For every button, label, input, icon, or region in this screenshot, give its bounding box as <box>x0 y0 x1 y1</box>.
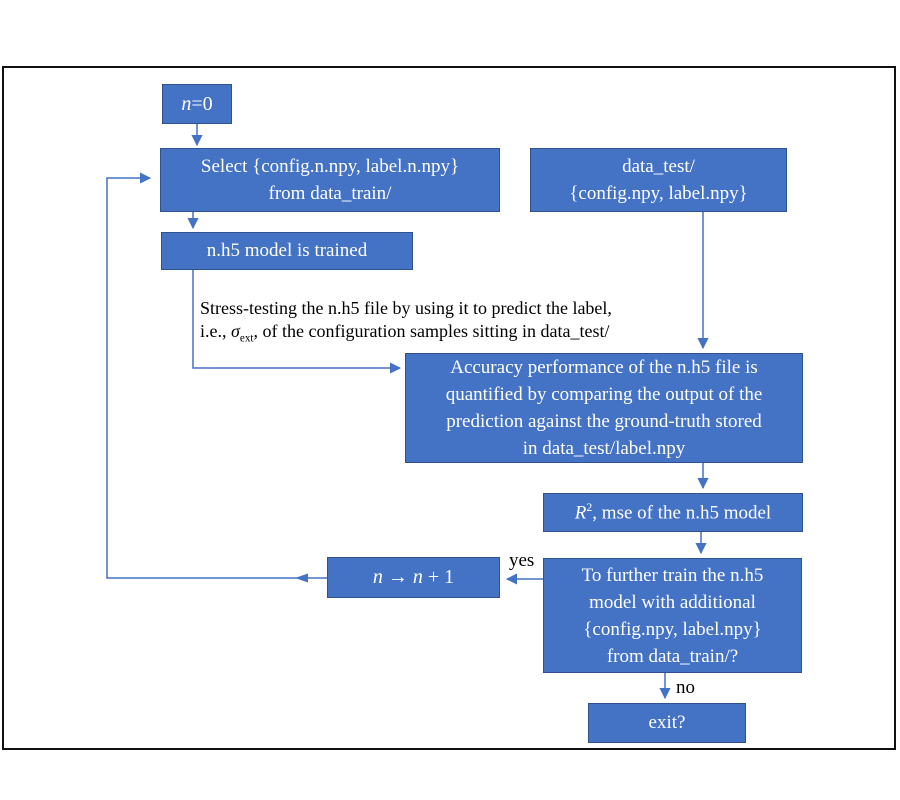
node-line: exit? <box>648 712 686 733</box>
node-metrics-text: R2, mse of the n.h5 model <box>574 500 772 524</box>
node-line: {config.npy, label.npy} <box>583 618 762 640</box>
node-line: prediction against the ground-truth stor… <box>446 411 762 432</box>
node-line: quantified by comparing the output of th… <box>445 384 763 405</box>
math-var-n: n <box>412 566 423 588</box>
node-line: Select {config.n.npy, label.n.npy} <box>200 156 460 177</box>
node-line: To further train the n.h5 <box>581 564 764 586</box>
node-exit: exit? <box>588 703 746 743</box>
node-increment-n: n → n + 1 <box>327 557 500 598</box>
node-line: model with additional <box>589 591 756 613</box>
node-line: from data_train/? <box>606 645 739 667</box>
node-data-test: data_test/ {config.npy, label.npy} <box>530 148 787 212</box>
superscript-2: 2 <box>586 500 593 514</box>
stress-testing-annotation: Stress-testing the n.h5 file by using it… <box>200 297 612 351</box>
node-line: in data_test/label.npy <box>522 438 686 459</box>
node-line: Accuracy performance of the n.h5 file is <box>450 357 758 378</box>
node-init: n=0 <box>162 84 232 124</box>
edge-label-no: no <box>676 677 695 698</box>
node-further-train-decision: To further train the n.h5 model with add… <box>543 558 802 673</box>
node-line: {config.npy, label.npy} <box>569 183 748 204</box>
annotation-line-2: i.e., σext, of the configuration samples… <box>200 321 610 345</box>
node-accuracy-performance: Accuracy performance of the n.h5 file is… <box>405 353 803 463</box>
math-var-R: R <box>574 502 587 524</box>
annotation-line-1: Stress-testing the n.h5 file by using it… <box>200 298 612 318</box>
subscript-ext: ext <box>239 332 254 345</box>
node-select-training-data: Select {config.n.npy, label.n.npy} from … <box>160 148 500 212</box>
node-metrics: R2, mse of the n.h5 model <box>543 493 803 532</box>
math-var-n: n <box>181 92 192 115</box>
math-var-sigma: σ <box>231 321 240 341</box>
math-var-n: n <box>372 566 383 588</box>
node-line: data_test/ <box>622 156 695 177</box>
node-line: from data_train/ <box>268 183 392 204</box>
node-init-text: n=0 <box>181 92 213 115</box>
node-line: n.h5 model is trained <box>206 240 368 261</box>
edge-label-yes: yes <box>509 550 535 571</box>
node-model-trained: n.h5 model is trained <box>161 232 413 270</box>
node-increment-text: n → n + 1 <box>372 566 455 588</box>
arrow-glyph: → <box>382 566 413 588</box>
